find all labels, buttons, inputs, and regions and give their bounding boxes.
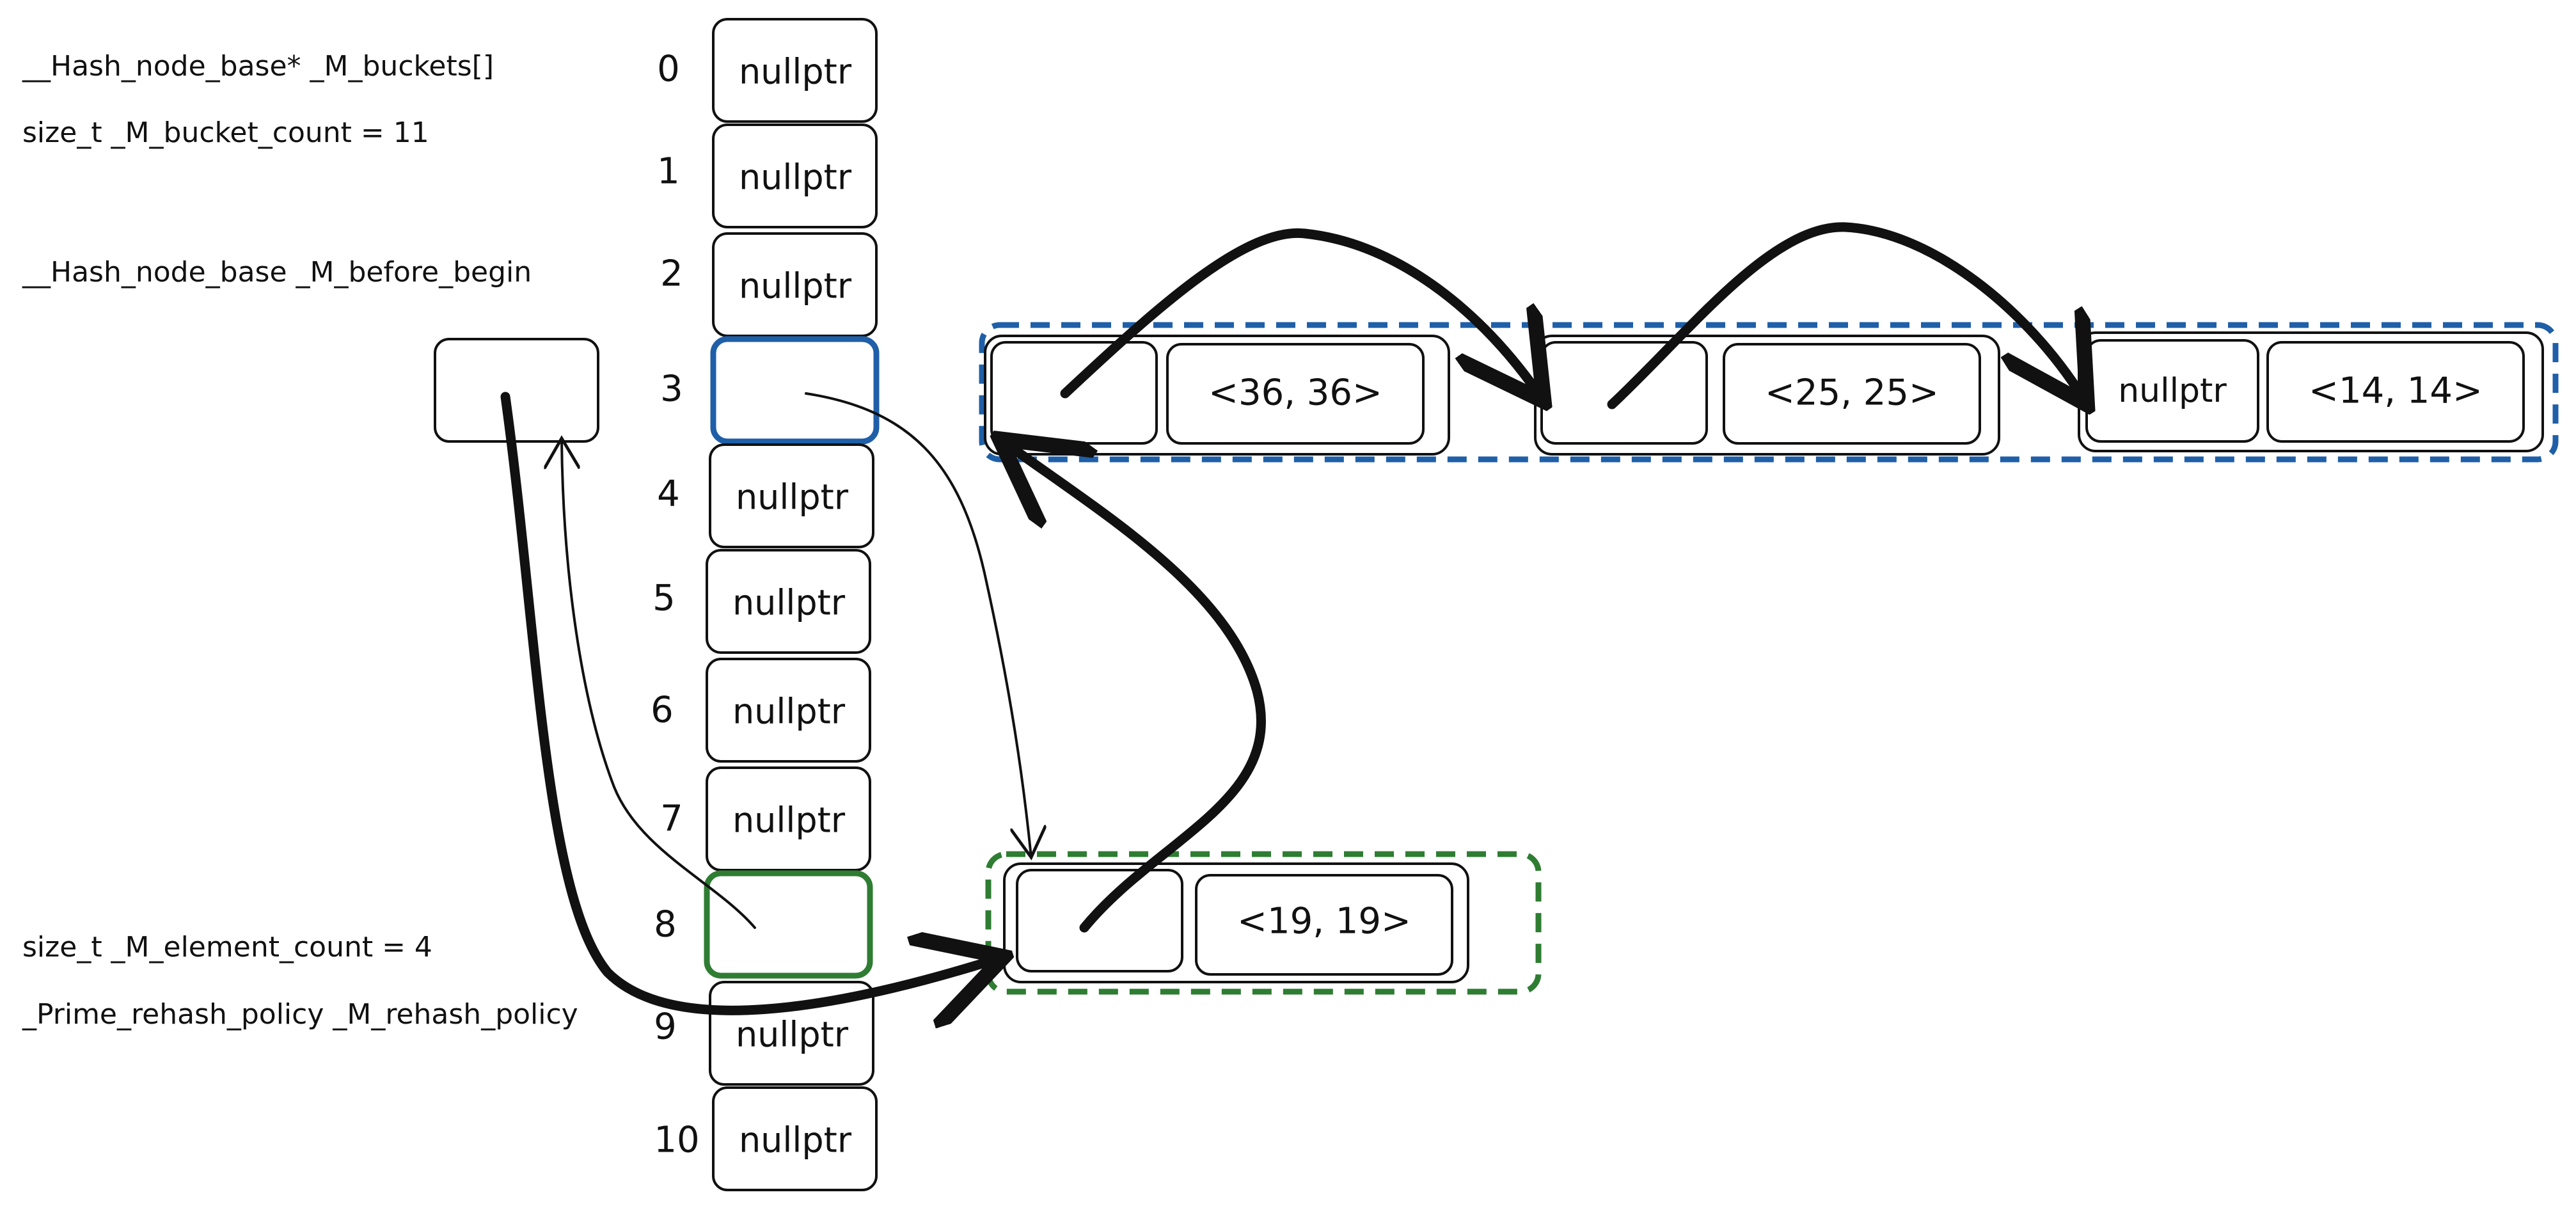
bucket-value: nullptr: [732, 583, 846, 623]
bucket-value: nullptr: [736, 1015, 849, 1055]
next-pointer-arrow: [1607, 222, 2082, 404]
node-next-value: nullptr: [2118, 372, 2227, 410]
bucket-value: nullptr: [732, 692, 846, 732]
node-next-field: [990, 341, 1158, 445]
bucket-value: nullptr: [732, 800, 846, 841]
bucket-8-chain-group: [985, 851, 1542, 995]
bucket-cell-highlighted-3: [710, 336, 880, 445]
bucket-value: nullptr: [739, 52, 852, 92]
bucket-index: 1: [657, 151, 680, 193]
bucket-index: 9: [654, 1006, 677, 1048]
bucket-index: 5: [652, 578, 676, 619]
bucket-index: 2: [660, 253, 683, 295]
bucket-cell: [706, 658, 871, 763]
node-value: <25, 25>: [1765, 372, 1939, 414]
bucket-index: 3: [660, 369, 683, 410]
chain-node: nullptr <14, 14>: [2078, 331, 2544, 452]
bucket-3-chain-group: [979, 322, 2559, 463]
node-value: <36, 36>: [1208, 372, 1382, 414]
element-count-label: size_t _M_element_count = 4: [22, 931, 432, 964]
before-begin-box: [434, 338, 599, 443]
node-value-field: [1166, 343, 1425, 445]
bucket-index: 10: [654, 1120, 699, 1161]
next-pointer-arrow: [1007, 445, 1266, 933]
bucket-value: nullptr: [739, 1120, 852, 1161]
bucket-cell: [712, 1086, 878, 1191]
before-begin-pointer-arrow: [500, 392, 995, 1010]
buckets-label: __Hash_node_base* _M_buckets[]: [22, 50, 494, 83]
node-value: <19, 19>: [1237, 901, 1411, 942]
chain-node: <36, 36>: [984, 335, 1450, 456]
bucket-cell: [709, 443, 874, 548]
bucket-index: 4: [657, 473, 680, 515]
bucket-cell: [706, 766, 871, 871]
chain-node: <19, 19>: [1003, 862, 1469, 983]
bucket-index: 7: [660, 798, 683, 840]
node-value-field: [1723, 343, 1981, 445]
bucket-cell: [712, 18, 878, 123]
bucket-value: nullptr: [739, 266, 852, 306]
bucket-array: 0 1 2 3 4 5 6 7 8 9 10 nullptr nullptr n…: [651, 18, 880, 1191]
bucket-3-to-node-arrow: [805, 392, 1031, 857]
bucket-cell-highlighted-8: [704, 870, 873, 979]
node-value: <14, 14>: [2309, 370, 2483, 412]
bucket-index: 6: [651, 690, 674, 731]
chain-node: <25, 25>: [1534, 335, 2000, 456]
bucket-cell: [712, 232, 878, 337]
bucket-count-label: size_t _M_bucket_count = 11: [22, 116, 429, 149]
node-next-field: [1016, 869, 1183, 972]
before-begin-label: __Hash_node_base _M_before_begin: [22, 256, 532, 289]
bucket-cell: [706, 549, 871, 654]
bucket-value: nullptr: [736, 477, 849, 518]
node-value-field: [1195, 874, 1453, 976]
bucket-index: 8: [654, 904, 677, 946]
rehash-policy-label: _Prime_rehash_policy _M_rehash_policy: [22, 998, 578, 1031]
bucket-index: 0: [657, 49, 680, 90]
bucket-cell: [712, 123, 878, 228]
node-value-field: [2266, 341, 2525, 443]
bucket-value: nullptr: [739, 157, 852, 198]
next-pointer-arrow: [1060, 228, 1538, 393]
bucket-8-to-before-begin-arrow: [562, 438, 756, 929]
